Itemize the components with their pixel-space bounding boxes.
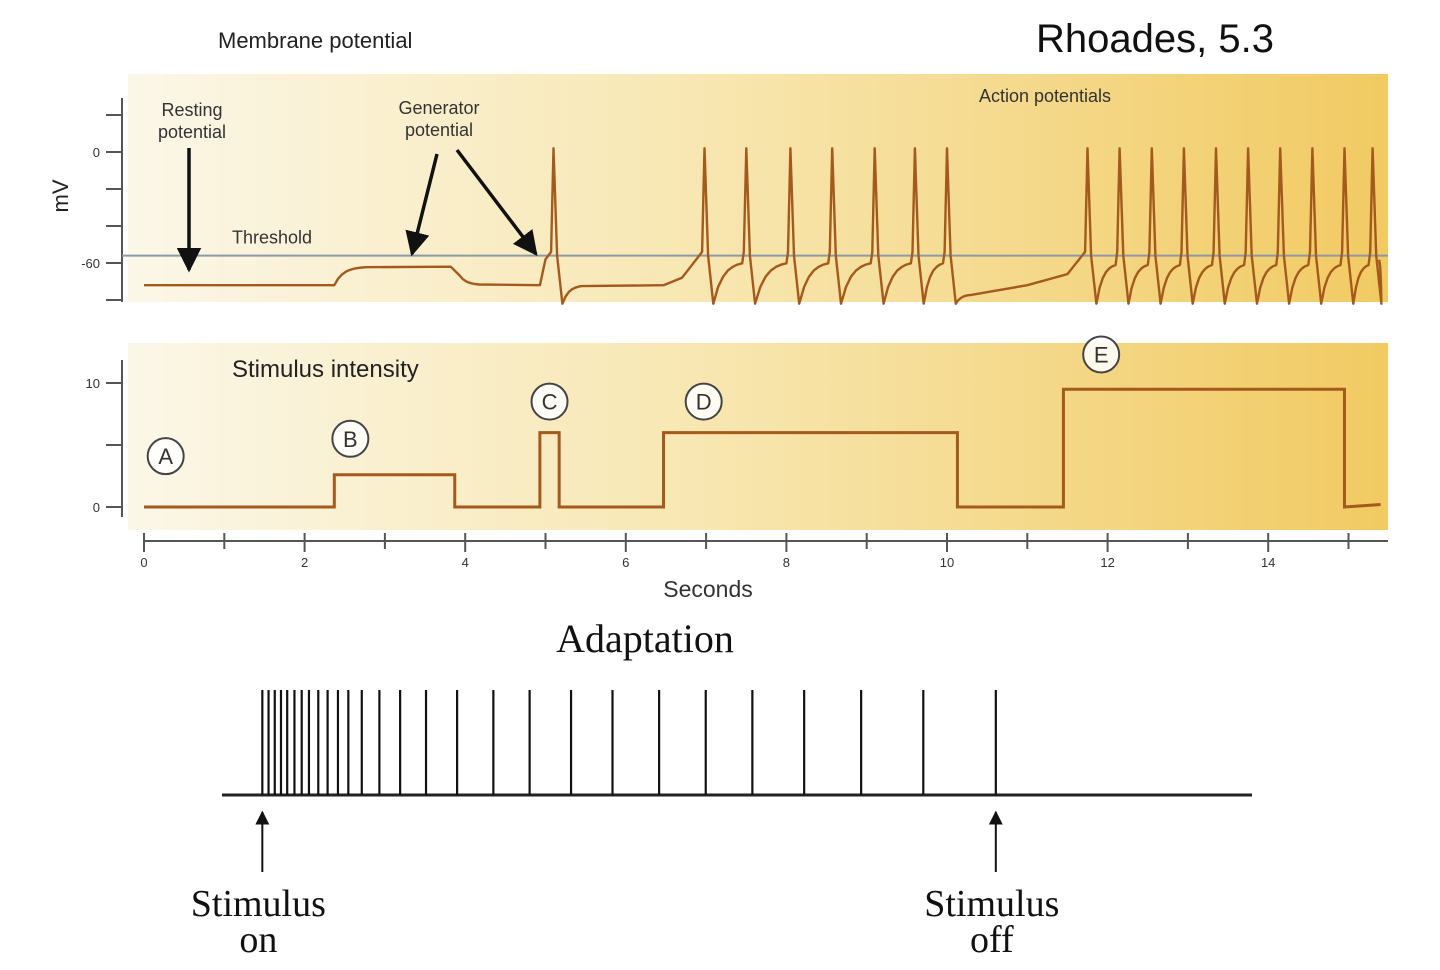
stimulus-off-label-line-2: off (970, 919, 1014, 961)
marker-e-label: E (1094, 342, 1109, 367)
stimulus-on-label-line-1: Stimulus (191, 883, 326, 925)
source-label: Rhoades, 5.3 (1036, 17, 1274, 61)
adaptation-spikes (261, 690, 997, 795)
seconds-x-axis: 0 2 4 6 8 10 12 14 (140, 533, 1388, 570)
stimulus-title: Stimulus intensity (232, 356, 419, 383)
action-potentials-label: Action potentials (979, 86, 1111, 106)
membrane-panel: 0 -60 Membrane potential mV Threshold Res… (48, 28, 1388, 305)
x-tick-label: 10 (940, 555, 954, 570)
membrane-y-tick-label: -60 (81, 256, 100, 271)
marker-c-label: C (542, 390, 558, 415)
stimulus-trace (144, 387, 1381, 509)
stimulus-off-label-line-1: Stimulus (924, 883, 1059, 925)
x-tick-label: 4 (462, 555, 469, 570)
x-tick-label: 0 (140, 555, 147, 570)
resting-label-line-2: potential (158, 122, 226, 142)
x-tick-label: 8 (783, 555, 790, 570)
membrane-y-axis: 0 -60 (81, 98, 123, 302)
resting-label-line-1: Resting (161, 100, 222, 120)
generator-label-line-2: potential (405, 120, 473, 140)
marker-b-label: B (343, 427, 358, 452)
generator-label-line-1: Generator (398, 98, 479, 118)
generator-arrow-2 (455, 148, 538, 256)
adaptation-title: Adaptation (556, 616, 734, 661)
stimulus-markers: A B C D E (146, 335, 1121, 476)
marker-d-circle (684, 382, 723, 421)
membrane-y-label: mV (48, 179, 73, 212)
stimulus-y-tick-label: 10 (86, 376, 100, 391)
marker-d-label: D (696, 390, 712, 415)
x-tick-label: 6 (622, 555, 629, 570)
stimulus-y-tick-label: 0 (93, 500, 100, 515)
generator-arrow-1 (405, 153, 439, 257)
marker-e-circle (1082, 335, 1121, 374)
marker-a-circle (146, 437, 185, 476)
marker-a-label: A (158, 444, 173, 469)
membrane-title: Membrane potential (218, 28, 412, 53)
x-tick-label: 2 (301, 555, 308, 570)
seconds-axis-label: Seconds (663, 576, 753, 602)
stimulus-on-label-line-2: on (239, 919, 277, 961)
x-tick-label: 14 (1261, 555, 1275, 570)
stimulus-panel: 10 0 Stimulus intensity A B C D E 0 2 4 6 8 10 12 14… (86, 335, 1388, 602)
marker-b-circle (331, 419, 370, 458)
threshold-label: Threshold (232, 228, 312, 248)
membrane-background (128, 74, 1388, 302)
stimulus-y-axis: 10 0 (86, 360, 123, 517)
marker-c-circle (530, 382, 569, 421)
membrane-y-tick-label: 0 (93, 145, 100, 160)
x-tick-label: 12 (1100, 555, 1114, 570)
membrane-trace (144, 147, 1383, 305)
